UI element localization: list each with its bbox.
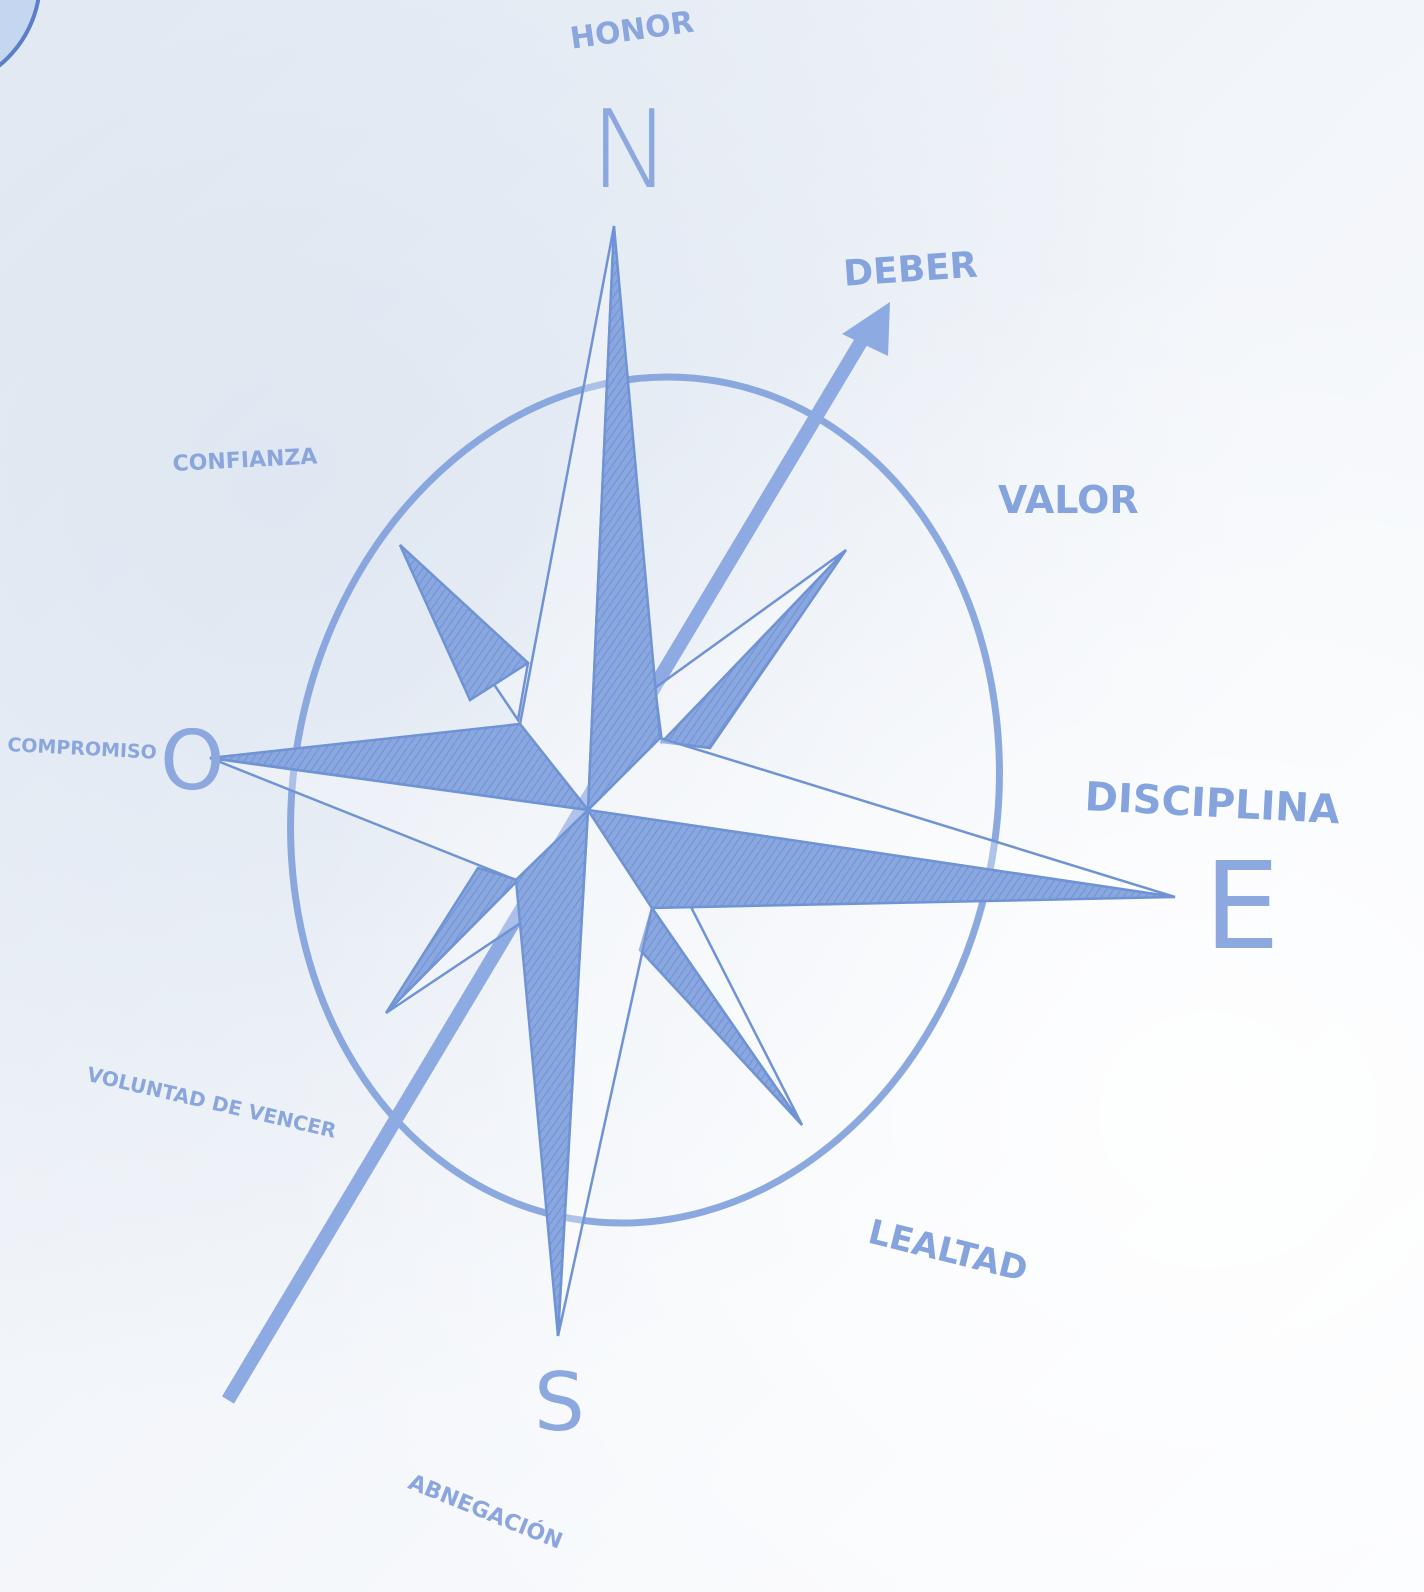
label-valor: VALOR	[998, 478, 1139, 522]
compass-rose-icon	[210, 226, 1175, 1336]
cardinal-west: O	[160, 714, 225, 809]
circle-corner-icon	[0, 0, 40, 90]
cardinal-east: E	[1204, 838, 1280, 977]
cardinal-south: S	[534, 1356, 585, 1449]
cardinal-north: N	[590, 88, 671, 213]
